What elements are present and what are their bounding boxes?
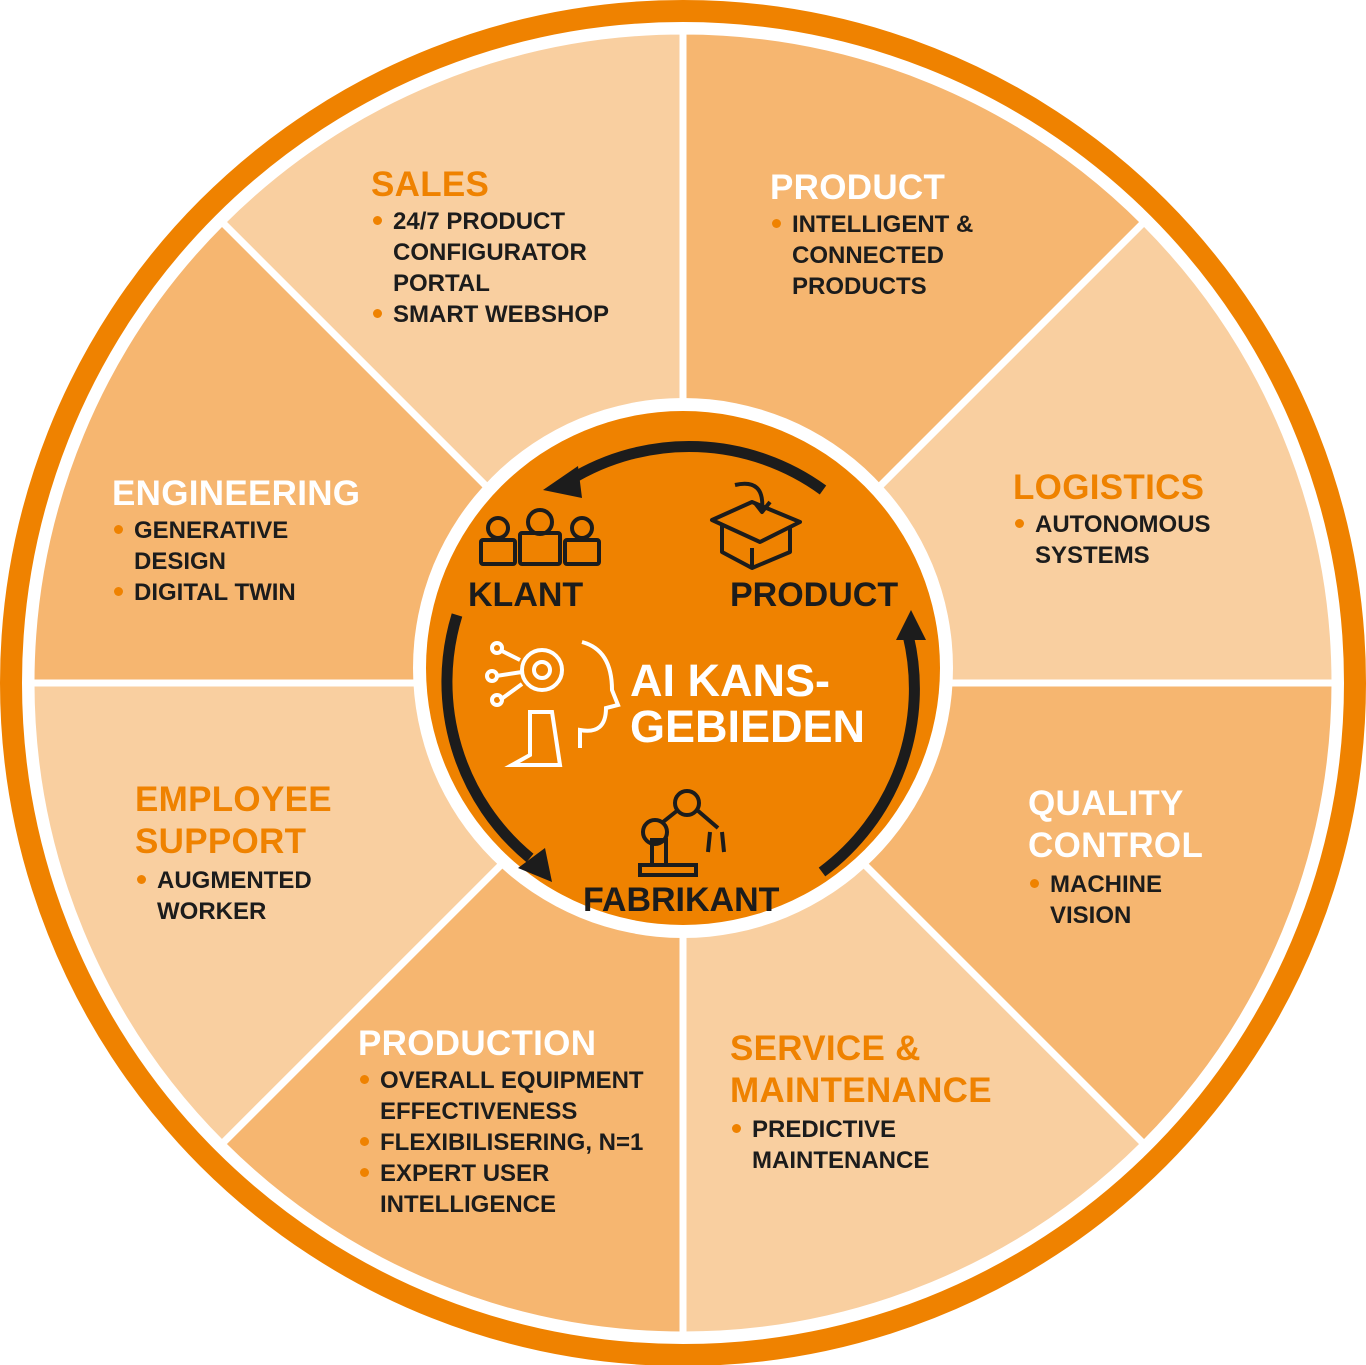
center-title-line1: AI KANS- (630, 655, 830, 706)
list-item: OVERALL EQUIPMENT EFFECTIVENESS (358, 1065, 668, 1127)
list-item: PREDICTIVE MAINTENANCE (730, 1114, 1020, 1176)
list-item: DIGITAL TWIN (112, 577, 372, 608)
arrowhead-icon (543, 466, 582, 498)
list-item: AUGMENTED WORKER (135, 865, 335, 927)
list-item: AUTONOMOUS SYSTEMS (1013, 509, 1253, 571)
sector-service-maintenance: SERVICE & MAINTENANCE PREDICTIVE MAINTEN… (730, 1028, 1020, 1176)
box-icon (710, 481, 802, 570)
robot-arm-icon (638, 789, 726, 877)
sector-title: LOGISTICS (1013, 468, 1205, 507)
arrow-product-to-klant (567, 440, 827, 495)
list-item: INTELLIGENT & CONNECTED PRODUCTS (770, 209, 1000, 302)
sector-title: SERVICE & MAINTENANCE (730, 1029, 992, 1110)
sector-product: PRODUCT INTELLIGENT & CONNECTED PRODUCTS (770, 169, 1000, 302)
list-item: SMART WEBSHOP (371, 299, 641, 330)
center-disc (426, 411, 940, 925)
sector-employee-support: EMPLOYEE SUPPORT AUGMENTED WORKER (135, 779, 335, 927)
list-item: FLEXIBILISERING, N=1 (358, 1127, 668, 1158)
sector-title: PRODUCT (770, 168, 946, 207)
sector-title: PRODUCTION (358, 1024, 597, 1063)
sector-logistics: LOGISTICS AUTONOMOUS SYSTEMS (1013, 469, 1253, 571)
sector-title: ENGINEERING (112, 474, 361, 513)
list-item: 24/7 PRODUCT CONFIGURATOR PORTAL (371, 206, 641, 299)
sector-quality-control: QUALITY CONTROL MACHINE VISION (1028, 783, 1228, 931)
sector-title: SALES (371, 165, 490, 204)
list-item: EXPERT USER INTELLIGENCE (358, 1158, 668, 1220)
list-item: GENERATIVE DESIGN (112, 515, 372, 577)
arrow-klant-to-fabrikant (441, 613, 534, 863)
arrowhead-icon (518, 848, 552, 882)
product-label: PRODUCT (730, 576, 899, 614)
sector-title: QUALITY CONTROL (1028, 784, 1204, 865)
center-title-line2: GEBIEDEN (630, 701, 866, 752)
arrow-fabrikant-to-product (818, 633, 920, 877)
klant-label: KLANT (468, 576, 584, 614)
ai-head-icon (485, 640, 621, 767)
list-item: MACHINE VISION (1028, 869, 1228, 931)
customers-icon (479, 508, 601, 566)
sector-production: PRODUCTION OVERALL EQUIPMENT EFFECTIVENE… (358, 1025, 668, 1220)
fabrikant-label: FABRIKANT (583, 881, 780, 919)
cycle-arrows (441, 440, 920, 877)
center-title: AI KANS- GEBIEDEN (630, 658, 865, 750)
arrowhead-icon (896, 610, 926, 640)
sector-title: EMPLOYEE SUPPORT (135, 780, 332, 861)
